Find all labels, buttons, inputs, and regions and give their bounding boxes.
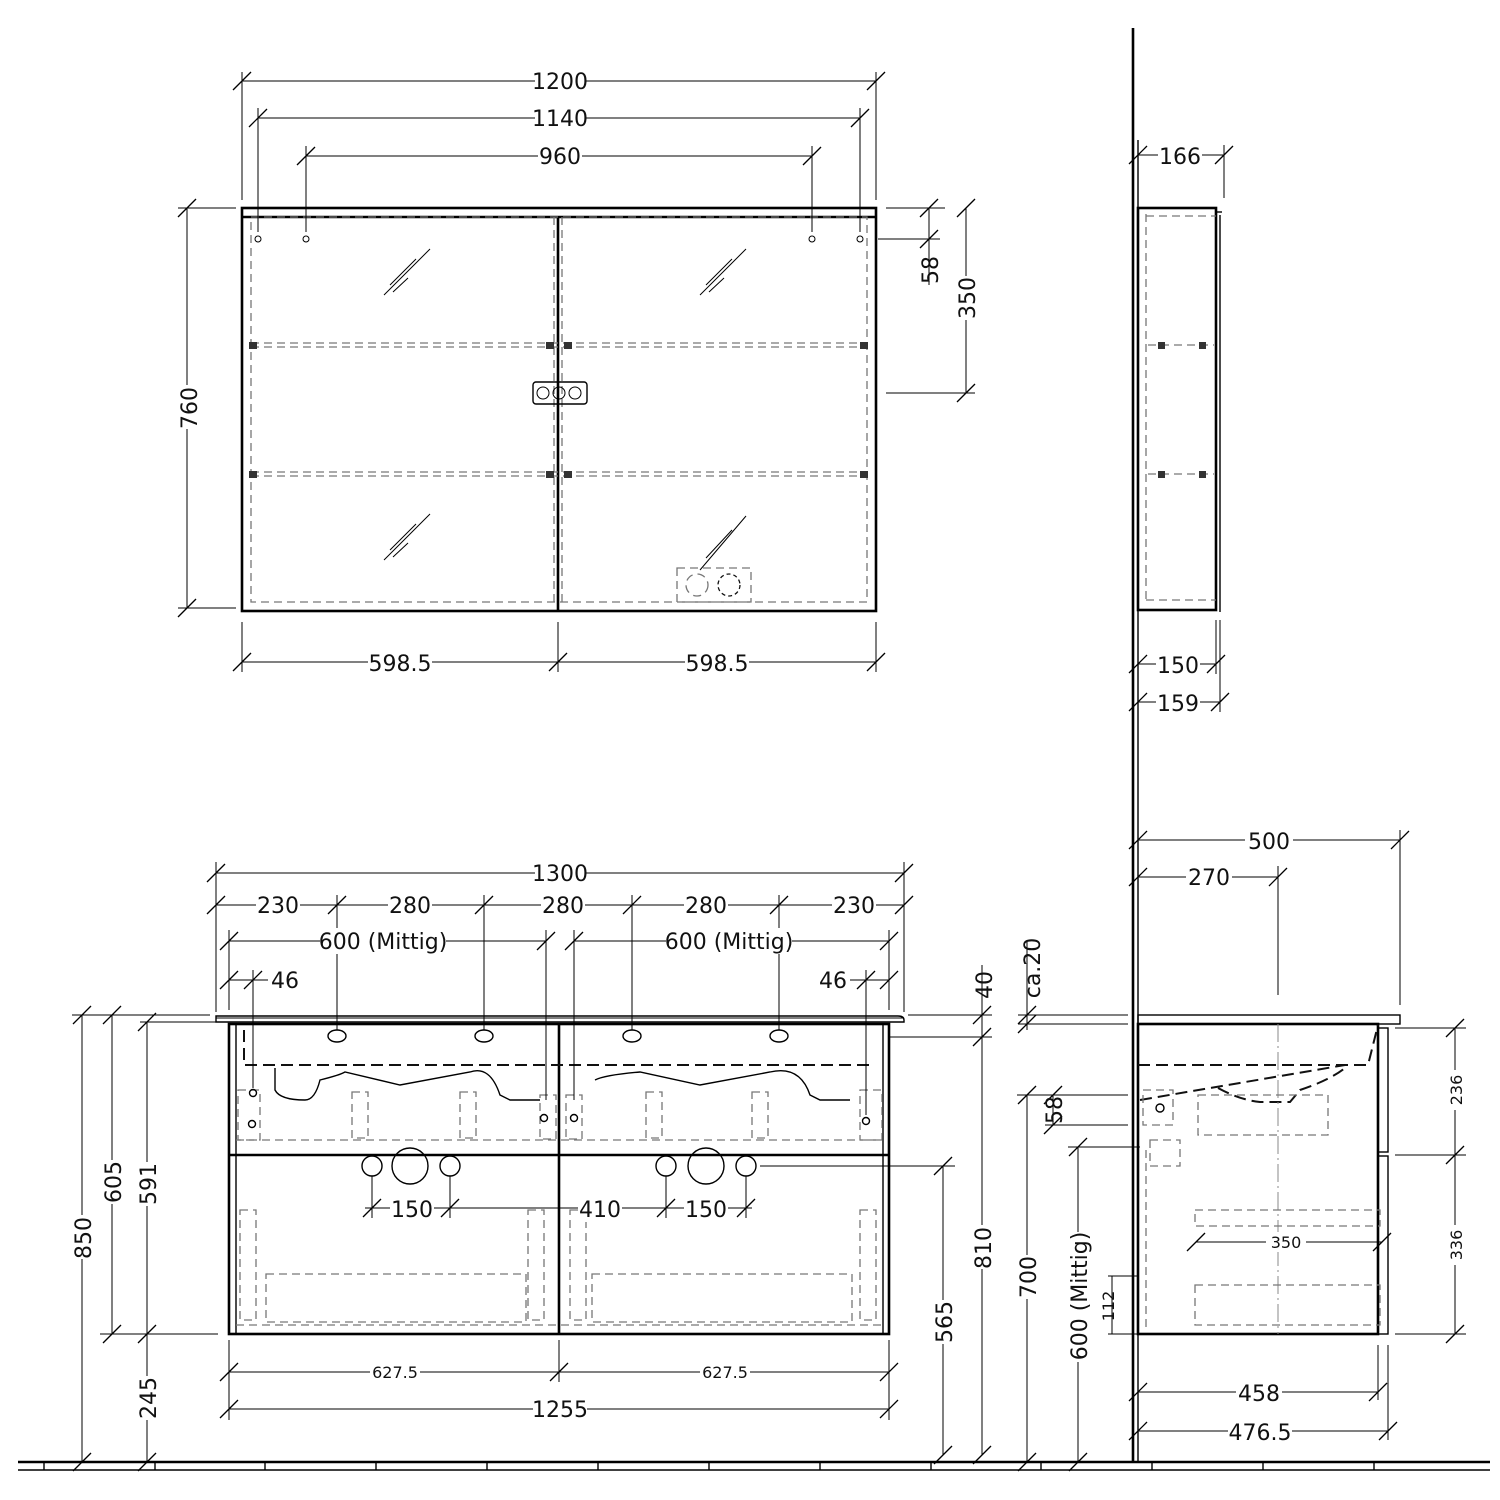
svg-text:230: 230 <box>257 894 299 919</box>
dimension-heights-left: 850 605 591 245 <box>70 1005 225 1472</box>
dimension-height-350: 350 <box>886 198 981 403</box>
svg-text:230: 230 <box>833 894 875 919</box>
dimension-width-1200: 1200 <box>232 68 886 200</box>
svg-text:627.5: 627.5 <box>372 1363 418 1382</box>
svg-text:600 (Mittig): 600 (Mittig) <box>319 930 448 955</box>
dimension-top-gap: ca.20 <box>1017 938 1128 1034</box>
svg-text:166: 166 <box>1159 145 1201 170</box>
svg-text:236: 236 <box>1447 1075 1466 1106</box>
glass-reflection-icon <box>383 248 747 571</box>
dimension-edge-46: 46 46 <box>219 969 899 1115</box>
dimension-width-1300: 1300 <box>206 860 914 1012</box>
svg-text:350: 350 <box>956 277 981 319</box>
svg-text:760: 760 <box>178 387 203 429</box>
dimension-height-760: 760 <box>174 198 236 618</box>
dimension-drain-spacing: 150 410 150 <box>362 1176 756 1223</box>
svg-text:1255: 1255 <box>532 1398 588 1423</box>
svg-text:500: 500 <box>1248 830 1290 855</box>
mount-hole-icon <box>254 235 864 243</box>
svg-text:ca.20: ca.20 <box>1021 938 1046 999</box>
dimension-siphon-58: 58 <box>1043 1085 1128 1135</box>
svg-text:46: 46 <box>271 969 299 994</box>
hinge-icon <box>237 1088 883 1141</box>
svg-text:850: 850 <box>72 1217 97 1259</box>
svg-text:112: 112 <box>1099 1291 1118 1322</box>
svg-text:150: 150 <box>685 1198 727 1223</box>
dimension-width-1140: 1140 <box>248 105 870 232</box>
svg-text:280: 280 <box>542 894 584 919</box>
dimension-drawer-depth: 350 <box>1186 1232 1392 1252</box>
dimension-tap-segments: 230 280 280 280 230 <box>206 892 914 1030</box>
vanity-side-view: 500 270 ca.20 700 58 <box>1015 828 1467 1472</box>
svg-text:598.5: 598.5 <box>686 652 749 677</box>
svg-text:591: 591 <box>137 1163 162 1205</box>
mirror-cabinet-side-view: 166 150 159 <box>1128 143 1234 717</box>
svg-text:46: 46 <box>819 969 847 994</box>
svg-text:40: 40 <box>973 971 998 999</box>
svg-text:1300: 1300 <box>532 862 588 887</box>
hinge-icon <box>1142 1089 1181 1167</box>
dimension-depth-166: 166 <box>1128 143 1234 198</box>
dimension-depth-159: 159 <box>1128 620 1230 717</box>
switch-panel-icon <box>532 381 588 405</box>
svg-text:245: 245 <box>137 1377 162 1419</box>
svg-text:1140: 1140 <box>532 107 588 132</box>
svg-text:1200: 1200 <box>532 70 588 95</box>
svg-text:700: 700 <box>1017 1256 1042 1298</box>
dimension-width-960: 960 <box>296 143 822 232</box>
svg-text:810: 810 <box>972 1227 997 1269</box>
svg-text:280: 280 <box>389 894 431 919</box>
socket-icon <box>676 567 752 603</box>
svg-text:476.5: 476.5 <box>1229 1421 1292 1446</box>
svg-text:150: 150 <box>391 1198 433 1223</box>
dimension-top-40: 40 810 <box>890 965 998 1465</box>
svg-text:605: 605 <box>102 1161 127 1203</box>
floor-line <box>18 1460 1490 1471</box>
svg-text:600 (Mittig): 600 (Mittig) <box>665 930 794 955</box>
svg-text:960: 960 <box>539 145 581 170</box>
dimension-center-height: 600 (Mittig) <box>1066 1137 1140 1472</box>
svg-text:410: 410 <box>579 1198 621 1223</box>
svg-text:58: 58 <box>1043 1096 1068 1124</box>
svg-text:159: 159 <box>1157 692 1199 717</box>
dimension-depth-500: 500 <box>1128 828 1410 1005</box>
svg-text:600 (Mittig): 600 (Mittig) <box>1068 1232 1093 1361</box>
dimension-offset-112: 112 <box>1099 1275 1138 1335</box>
svg-text:336: 336 <box>1447 1230 1466 1261</box>
svg-text:350: 350 <box>1271 1233 1302 1252</box>
dimension-height-700: 700 <box>1015 1085 1128 1472</box>
svg-text:627.5: 627.5 <box>702 1363 748 1382</box>
dimension-door-widths: 598.5 598.5 <box>232 622 886 677</box>
dimension-bottom-widths: 627.5 627.5 1255 <box>219 1340 899 1423</box>
svg-text:58: 58 <box>919 256 944 284</box>
dimension-drain-565: 565 <box>760 1156 958 1465</box>
svg-text:565: 565 <box>933 1301 958 1343</box>
dimension-drawer-heights: 236 336 <box>1395 1018 1467 1344</box>
svg-text:458: 458 <box>1238 1382 1280 1407</box>
dimension-basin-centers: 600 (Mittig) 600 (Mittig) <box>219 928 899 1100</box>
vanity-front-view: 1300 230 280 280 280 230 600 (Mittig) 60… <box>70 860 998 1472</box>
dimension-basin-270: 270 <box>1128 864 1288 995</box>
svg-text:280: 280 <box>685 894 727 919</box>
dimension-depth-150: 150 <box>1128 620 1226 679</box>
svg-text:270: 270 <box>1188 866 1230 891</box>
drain-hole-icon <box>361 1147 757 1185</box>
svg-text:150: 150 <box>1157 654 1199 679</box>
svg-text:598.5: 598.5 <box>369 652 432 677</box>
dimension-body-depths: 458 476.5 <box>1128 1345 1398 1446</box>
dimension-height-58: 58 <box>878 198 945 285</box>
mirror-cabinet-front-view: 1200 1140 960 760 58 <box>174 68 981 677</box>
